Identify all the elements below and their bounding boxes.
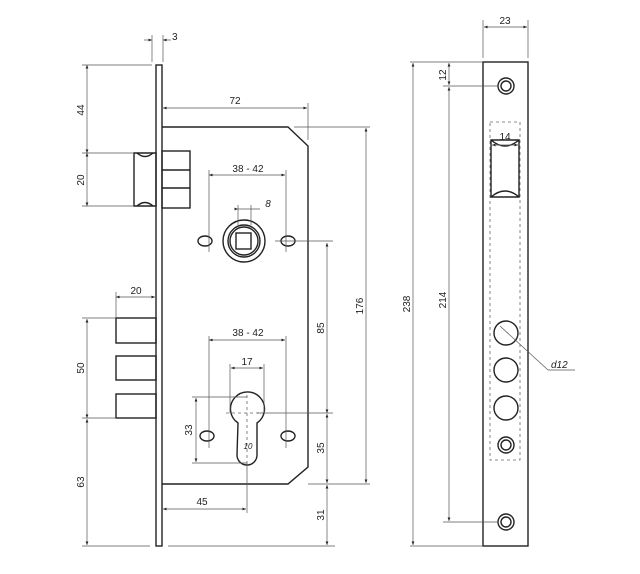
dim-plate-width: 23 (499, 16, 511, 27)
dim-cylinder-neck: 10 (244, 442, 253, 451)
bolt-holes (493, 320, 519, 421)
dim-latch-height: 20 (76, 174, 87, 186)
dim-plate-length: 238 (402, 295, 413, 312)
dim-bolt-hole-diameter: d12 (551, 360, 568, 371)
spindle-hub (197, 219, 333, 263)
latch-bolt (133, 150, 191, 209)
lock-case (162, 126, 309, 485)
dim-screw-spacing: 214 (438, 291, 449, 308)
dim-cylinder-width: 17 (241, 357, 253, 368)
dead-bolts (115, 317, 157, 419)
case-outline-hidden (489, 121, 521, 461)
dimension-lines-right (410, 20, 575, 547)
dim-cylinder-height: 33 (184, 424, 195, 436)
dim-cylinder-spacing: 38 - 42 (232, 328, 264, 339)
faceplate-front-view: 23 238 12 214 14 d12 (402, 16, 575, 547)
dim-body-depth: 72 (229, 96, 241, 107)
dim-bolt-projection: 20 (130, 286, 142, 297)
dim-top-to-latch: 44 (76, 104, 87, 116)
cylinder-cutout (199, 391, 296, 466)
dim-bolts-height: 50 (76, 362, 87, 374)
faceplate (155, 64, 163, 547)
dim-screw-offset: 12 (438, 69, 449, 81)
dim-bottom-to-plate: 31 (316, 509, 327, 521)
dim-body-height: 176 (355, 297, 366, 314)
dim-handle-spacing: 38 - 42 (232, 164, 264, 175)
dim-backset: 45 (196, 497, 208, 508)
dim-handle-to-cylinder: 85 (316, 322, 327, 334)
latch-front (490, 139, 520, 198)
lock-body-view: 3 44 20 72 38 - 42 8 20 50 63 38 - 42 17… (76, 32, 370, 547)
dim-bolt-to-bottom: 63 (76, 476, 87, 488)
dimension-lines (82, 35, 370, 547)
dim-spindle-square: 8 (265, 199, 271, 210)
dim-latch-width: 14 (499, 132, 511, 143)
faceplate-front (482, 61, 529, 547)
dim-cylinder-to-bottom: 35 (316, 442, 327, 454)
dim-faceplate-thickness: 3 (172, 32, 178, 43)
